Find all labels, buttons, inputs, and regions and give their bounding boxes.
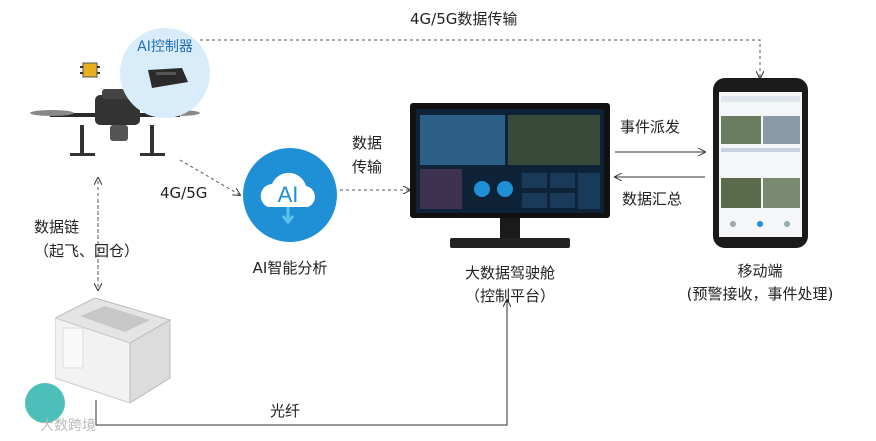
monitor-icon [410, 103, 610, 253]
mobile-label-1: 移动端 [737, 262, 783, 280]
mobile-label-2: (预警接收，事件处理) [686, 285, 834, 303]
cloud-ai-text: AI [278, 182, 299, 207]
ai-cloud-icon: AI [240, 145, 340, 245]
cloud-to-screen-label-2: 传输 [352, 158, 383, 176]
top-link-label: 4G/5G数据传输 [410, 10, 518, 28]
ai-controller-label: AI控制器 [137, 39, 193, 55]
smartphone-icon [713, 78, 808, 248]
watermark-text: 大数跨境 [40, 418, 96, 434]
collect-label: 数据汇总 [622, 190, 683, 208]
drone-dock-icon [53, 297, 175, 404]
ai-controller-box-icon [142, 64, 190, 98]
cloud-to-screen-label-1: 数据 [352, 134, 383, 152]
ai-chip-icon [80, 60, 100, 80]
watermark-dot [25, 383, 65, 423]
fiber-line [95, 300, 507, 426]
datalink-label-1: 数据链 [34, 218, 80, 236]
dispatch-label: 事件派发 [620, 118, 681, 136]
fiber-label: 光纤 [270, 402, 301, 420]
cockpit-label-1: 大数据驾驶舱 [464, 264, 555, 282]
drone-icon [30, 75, 200, 165]
ai-analysis-label: AI智能分析 [252, 259, 328, 277]
datalink-label-2: （起飞、回仓） [34, 242, 140, 260]
ai-controller-bubble: AI控制器 [120, 28, 210, 118]
cockpit-label-2: （控制平台） [464, 287, 555, 305]
drone-to-cloud-label: 4G/5G [160, 184, 208, 202]
top-link-line [200, 39, 760, 78]
